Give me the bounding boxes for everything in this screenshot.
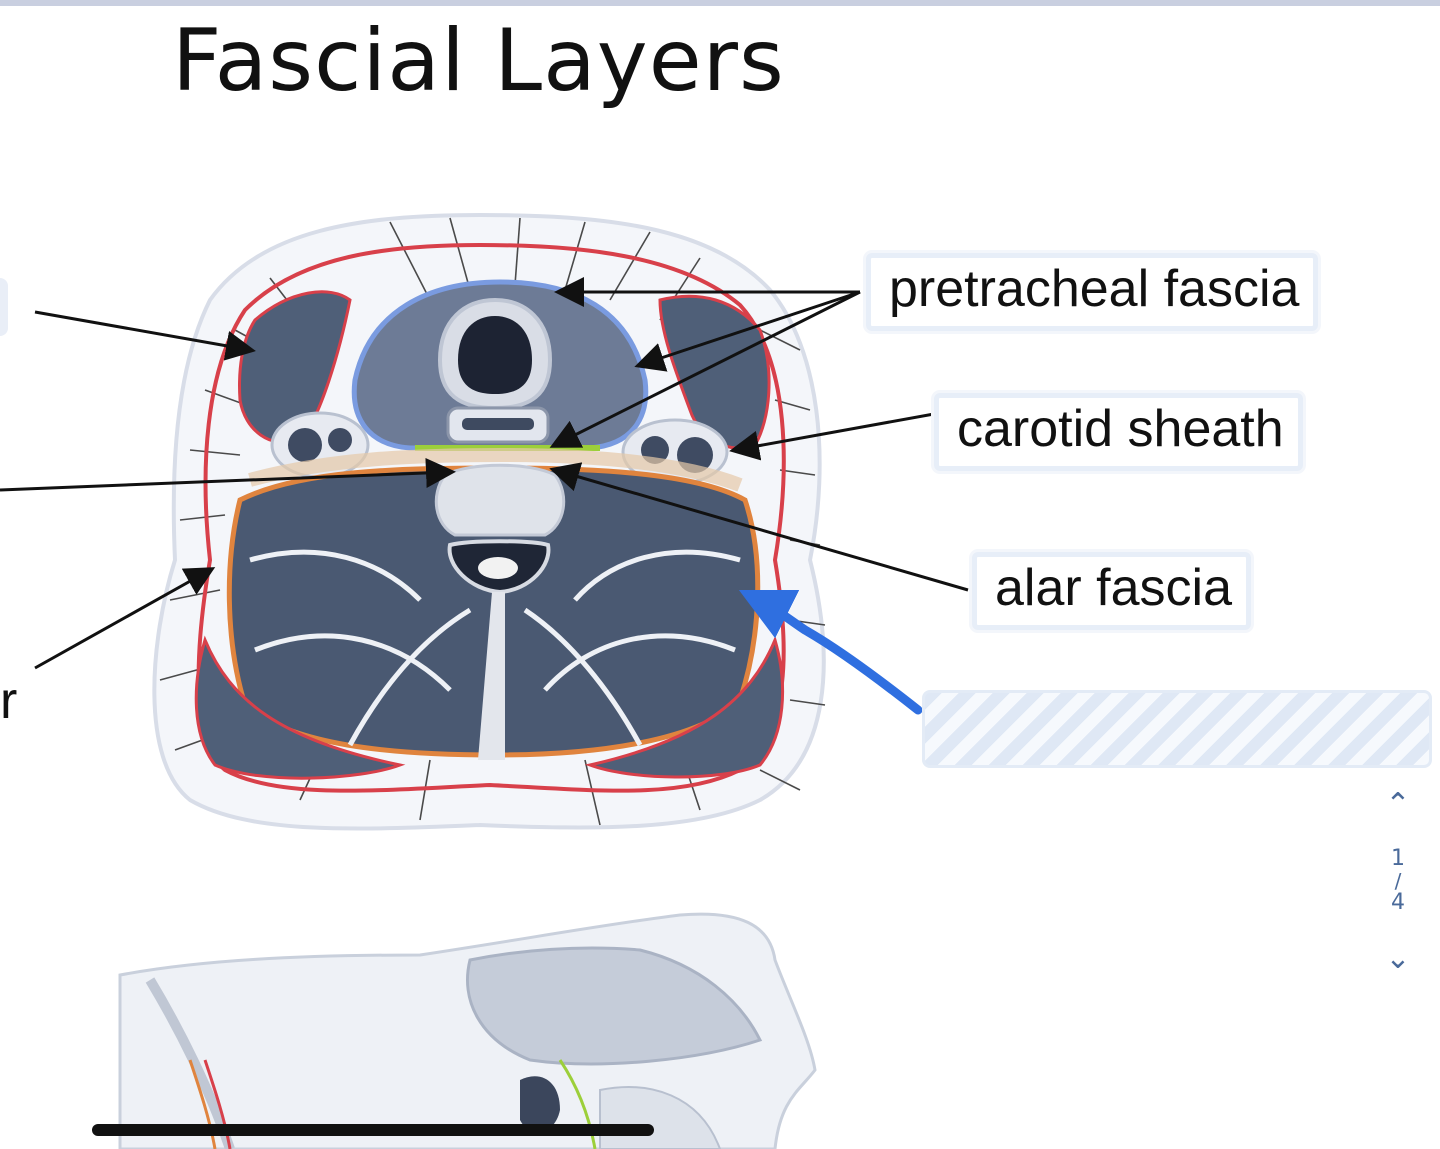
right-trapezius bbox=[584, 635, 784, 779]
slide-title: Fascial Layers bbox=[172, 11, 785, 111]
chevron-up-icon[interactable]: ⌃ bbox=[1385, 787, 1411, 822]
label-arrows bbox=[0, 277, 969, 670]
hidden-answer-box[interactable] bbox=[922, 690, 1432, 768]
window-top-edge bbox=[0, 0, 1440, 6]
label-alar-fascia: alar fascia bbox=[972, 552, 1251, 630]
offscreen-label-tab bbox=[0, 278, 8, 336]
label-partial-cutoff: r bbox=[0, 672, 18, 730]
sagittal-head-diagram bbox=[118, 912, 817, 1149]
spinous-process-septum bbox=[478, 592, 505, 760]
underline-bar bbox=[92, 1124, 654, 1136]
spinal-cord bbox=[478, 557, 518, 579]
pen-annotation-arrow bbox=[738, 589, 923, 715]
left-trapezius bbox=[194, 635, 406, 780]
page-navigator: ⌃ 1 / 4 ⌄ bbox=[1376, 790, 1420, 1000]
current-page: 1 bbox=[1391, 846, 1405, 871]
page-separator: / bbox=[1394, 869, 1402, 893]
retropharyngeal-space bbox=[248, 447, 743, 492]
vertebral-body bbox=[434, 463, 566, 537]
label-pretracheal-fascia: pretracheal fascia bbox=[866, 253, 1319, 331]
deep-muscle-separations bbox=[249, 549, 741, 747]
label-carotid-sheath: carotid sheath bbox=[934, 393, 1303, 471]
chevron-down-icon[interactable]: ⌄ bbox=[1385, 941, 1411, 976]
total-pages: 4 bbox=[1391, 890, 1405, 915]
trachea-lumen bbox=[458, 316, 532, 394]
